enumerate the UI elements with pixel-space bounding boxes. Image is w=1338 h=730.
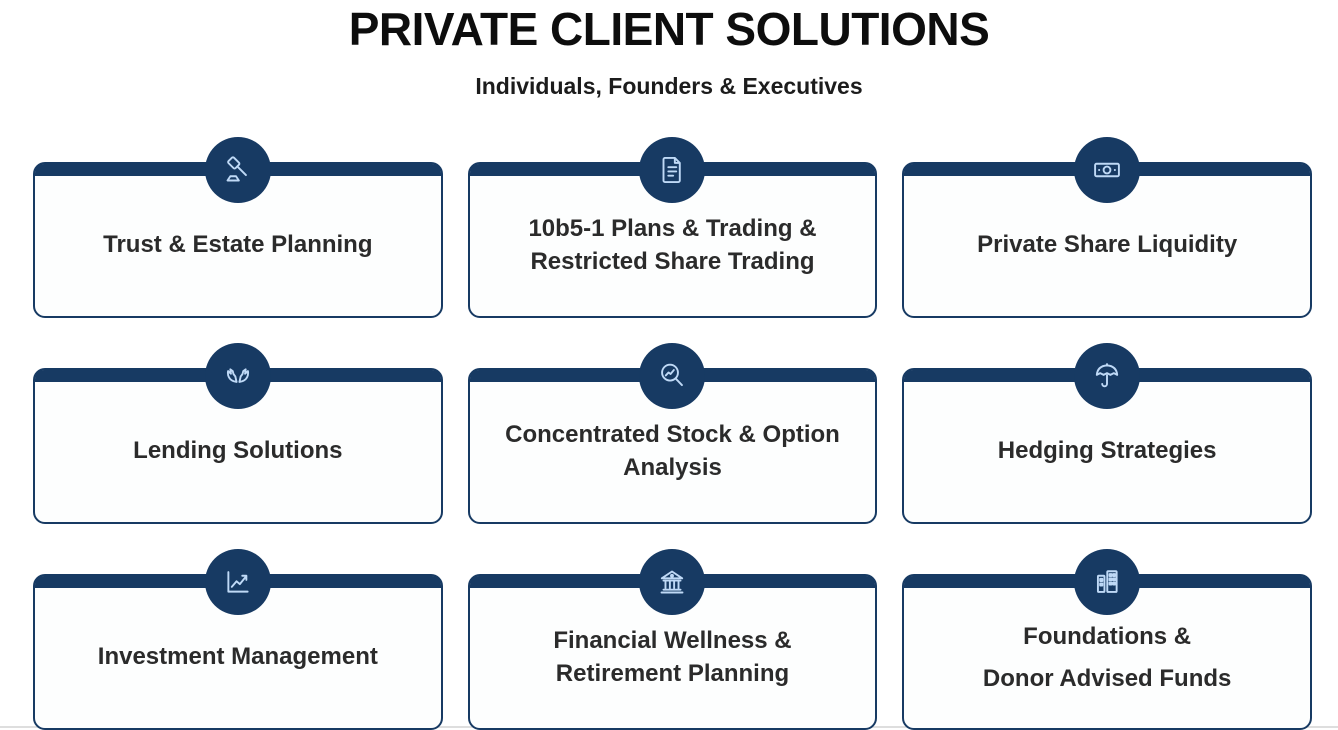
- card-financial-wellness-retirement: Financial Wellness & Retirement Planning: [467, 548, 878, 730]
- card-frame: 10b5-1 Plans & Trading & Restricted Shar…: [467, 161, 878, 318]
- solutions-grid: Trust & Estate Planning 10b5-1 Plans & T…: [0, 136, 1338, 730]
- card-trust-estate-planning: Trust & Estate Planning: [33, 136, 443, 318]
- hands-icon: [204, 342, 271, 409]
- card-label: Foundations & Donor Advised Funds: [982, 623, 1232, 692]
- card-investment-management: Investment Management: [33, 548, 443, 730]
- gavel-icon: [204, 136, 271, 203]
- line-chart-icon: [204, 548, 271, 615]
- umbrella-icon: [1074, 342, 1141, 409]
- card-body: Investment Management: [35, 588, 441, 728]
- header: PRIVATE CLIENT SOLUTIONS Individuals, Fo…: [0, 0, 1338, 100]
- bank-icon: [639, 548, 706, 615]
- card-body: Private Share Liquidity: [904, 176, 1310, 316]
- card-body: Foundations & Donor Advised Funds: [904, 588, 1310, 728]
- page-title: PRIVATE CLIENT SOLUTIONS: [348, 3, 990, 55]
- card-label: Concentrated Stock & Option Analysis: [505, 421, 840, 481]
- card-foundations-daf: Foundations & Donor Advised Funds: [902, 548, 1312, 730]
- card-label: 10b5-1 Plans & Trading & Restricted Shar…: [528, 215, 817, 275]
- document-icon: [639, 136, 706, 203]
- card-body: Financial Wellness & Retirement Planning: [470, 588, 876, 728]
- card-body: Concentrated Stock & Option Analysis: [470, 382, 876, 522]
- card-lending-solutions: Lending Solutions: [33, 342, 443, 524]
- card-body: 10b5-1 Plans & Trading & Restricted Shar…: [470, 176, 876, 316]
- card-label: Lending Solutions: [133, 437, 343, 465]
- card-hedging-strategies: Hedging Strategies: [902, 342, 1312, 524]
- card-label: Hedging Strategies: [997, 437, 1217, 465]
- card-frame: Hedging Strategies: [902, 367, 1312, 524]
- card-private-share-liquidity: Private Share Liquidity: [902, 136, 1312, 318]
- magnifier-trend-icon: [639, 342, 706, 409]
- banknote-icon: [1074, 136, 1141, 203]
- buildings-icon: [1074, 548, 1141, 615]
- card-label: Financial Wellness & Retirement Planning: [553, 627, 792, 687]
- card-label: Private Share Liquidity: [977, 231, 1238, 259]
- card-10b5-1-plans: 10b5-1 Plans & Trading & Restricted Shar…: [467, 136, 878, 318]
- card-frame: Investment Management: [33, 573, 443, 730]
- card-body: Trust & Estate Planning: [35, 176, 441, 316]
- card-frame: Lending Solutions: [33, 367, 443, 524]
- page-subtitle: Individuals, Founders & Executives: [475, 72, 863, 99]
- card-concentrated-stock-option-analysis: Concentrated Stock & Option Analysis: [467, 342, 878, 524]
- card-label: Investment Management: [97, 643, 378, 671]
- card-label: Trust & Estate Planning: [103, 231, 373, 259]
- card-body: Lending Solutions: [35, 382, 441, 522]
- card-body: Hedging Strategies: [904, 382, 1310, 522]
